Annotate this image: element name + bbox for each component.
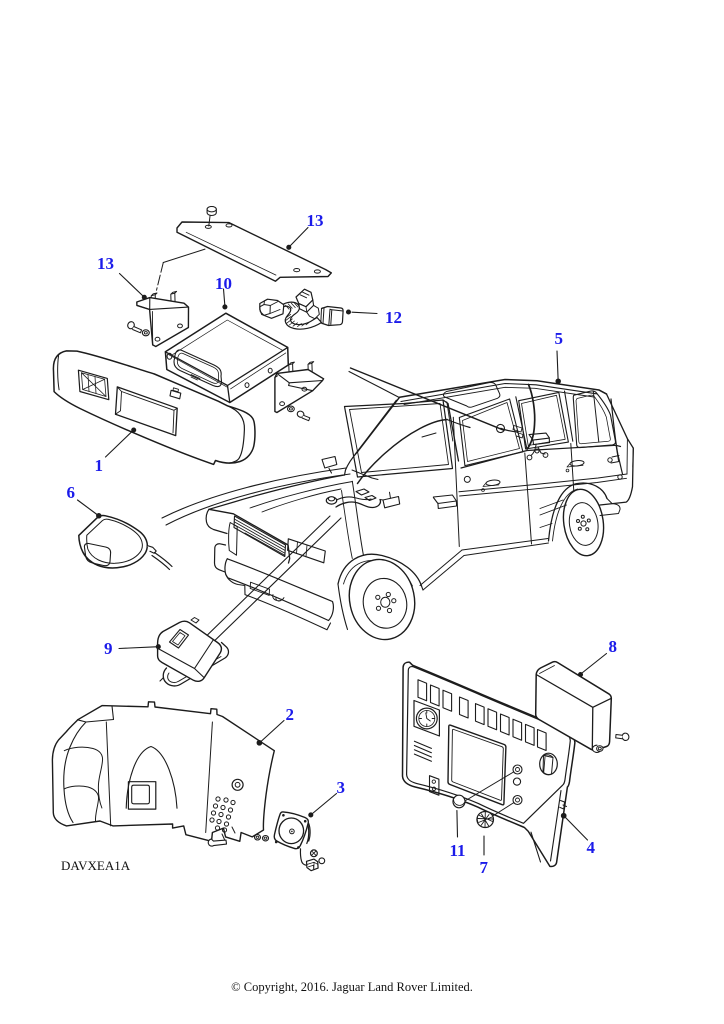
svg-text:1: 1 xyxy=(95,456,104,475)
svg-text:13: 13 xyxy=(307,211,324,230)
svg-text:9: 9 xyxy=(104,639,113,658)
svg-text:13: 13 xyxy=(97,254,114,273)
svg-text:4: 4 xyxy=(587,838,596,857)
svg-text:11: 11 xyxy=(450,841,466,860)
svg-text:7: 7 xyxy=(480,858,489,877)
svg-text:8: 8 xyxy=(609,637,618,656)
svg-text:3: 3 xyxy=(337,778,346,797)
svg-text:© Copyright, 2016. Jaguar Land: © Copyright, 2016. Jaguar Land Rover Lim… xyxy=(231,980,473,994)
svg-text:6: 6 xyxy=(67,483,76,502)
svg-text:2: 2 xyxy=(286,705,295,724)
svg-text:DAVXEA1A: DAVXEA1A xyxy=(61,858,131,873)
svg-text:10: 10 xyxy=(215,274,232,293)
svg-text:12: 12 xyxy=(385,308,402,327)
svg-text:5: 5 xyxy=(555,329,564,348)
